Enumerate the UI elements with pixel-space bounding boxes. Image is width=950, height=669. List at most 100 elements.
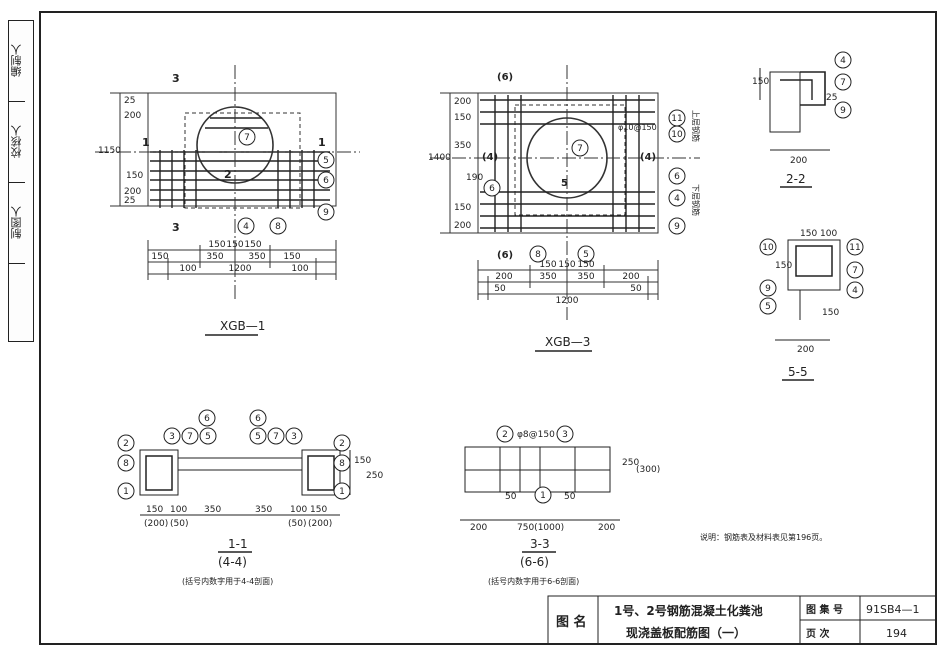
svg-text:7: 7 xyxy=(577,144,583,154)
s33-dims: 50 50 200 750(1000) 200 250 (300) xyxy=(470,458,660,533)
svg-text:100: 100 xyxy=(820,229,837,239)
svg-text:7: 7 xyxy=(244,133,250,143)
title-block xyxy=(547,595,937,645)
s33-note: (括号内数字用于6-6剖面) xyxy=(488,576,579,586)
svg-text:6: 6 xyxy=(204,414,210,424)
svg-text:200: 200 xyxy=(124,187,141,197)
svg-text:3: 3 xyxy=(172,72,180,85)
plan-xgb1 xyxy=(95,65,360,300)
s33-bar-note: φ8@150 xyxy=(517,430,555,440)
svg-text:8: 8 xyxy=(535,250,541,260)
svg-text:1: 1 xyxy=(339,487,345,497)
s55-callouts xyxy=(759,238,864,315)
svg-text:(4): (4) xyxy=(640,152,656,163)
svg-text:150: 150 xyxy=(226,240,243,250)
svg-text:350: 350 xyxy=(206,252,223,262)
svg-text:200: 200 xyxy=(470,523,487,533)
s22-callouts xyxy=(834,51,852,119)
svg-text:1: 1 xyxy=(318,136,326,149)
atlas-number: 91SB4—1 xyxy=(866,603,920,616)
svg-text:190: 190 xyxy=(466,173,483,183)
xgb3-rebar-grid xyxy=(480,95,655,232)
svg-text:200: 200 xyxy=(797,345,814,355)
svg-text:3: 3 xyxy=(291,432,297,442)
xgb3-notes: φ10@150 上层钢筋 下层钢筋 xyxy=(618,110,701,216)
svg-text:350: 350 xyxy=(577,272,594,282)
svg-text:150: 150 xyxy=(454,113,471,123)
s55-dims: 150 100 150 150 200 xyxy=(775,229,839,355)
s11-subtitle: (4-4) xyxy=(218,555,247,569)
plan-xgb3 xyxy=(430,65,700,320)
svg-text:50: 50 xyxy=(630,284,642,294)
s22-dims: 150 25 200 xyxy=(752,77,837,166)
sheet-border xyxy=(39,11,937,645)
xgb3-callouts xyxy=(483,109,686,263)
s22-title: 2-2 xyxy=(786,172,806,186)
svg-text:1: 1 xyxy=(142,136,150,149)
svg-text:(4): (4) xyxy=(482,152,498,163)
svg-text:2: 2 xyxy=(339,439,345,449)
s22-callout-labels: 479 xyxy=(840,56,846,116)
svg-text:7: 7 xyxy=(852,266,858,276)
svg-text:6: 6 xyxy=(674,172,680,182)
svg-text:5: 5 xyxy=(561,178,568,189)
xgb3-outline xyxy=(477,92,659,234)
title-line-2: 现浇盖板配筋图（一） xyxy=(626,625,746,640)
xgb1-dims-bottom: 150 150 150 150 350 350 150 100 1200 100 xyxy=(151,240,308,274)
svg-text:200: 200 xyxy=(454,221,471,231)
s11-title: 1-1 xyxy=(228,537,248,551)
svg-text:50: 50 xyxy=(505,492,517,502)
svg-text:1200: 1200 xyxy=(556,296,579,306)
xgb1-rebar-grid xyxy=(150,117,330,208)
svg-text:上层钢筋: 上层钢筋 xyxy=(691,110,701,142)
s11-dims: 150 100 350 350 100 150 (200) (50) (50) … xyxy=(144,456,383,529)
svg-text:50: 50 xyxy=(564,492,576,502)
svg-text:9: 9 xyxy=(765,284,771,294)
svg-text:150: 150 xyxy=(310,505,327,515)
svg-text:150: 150 xyxy=(800,229,817,239)
svg-text:200: 200 xyxy=(622,272,639,282)
svg-text:5: 5 xyxy=(323,156,329,166)
svg-text:150: 150 xyxy=(146,505,163,515)
section-2-2 xyxy=(759,68,830,151)
svg-text:6: 6 xyxy=(323,176,329,186)
svg-text:9: 9 xyxy=(674,222,680,232)
svg-text:4: 4 xyxy=(243,222,249,232)
s11-callouts xyxy=(117,409,351,500)
svg-text:200: 200 xyxy=(124,111,141,121)
s55-title: 5-5 xyxy=(788,365,808,379)
svg-text:150: 150 xyxy=(454,203,471,213)
svg-text:图 名: 图 名 xyxy=(556,614,587,630)
xgb1-dims-left: 25 200 1150 150 200 25 xyxy=(98,96,143,206)
svg-text:10: 10 xyxy=(762,243,774,253)
svg-text:100: 100 xyxy=(170,505,187,515)
svg-text:8: 8 xyxy=(339,459,345,469)
s11-note: (括号内数字用于4-4剖面) xyxy=(182,576,273,586)
svg-text:5: 5 xyxy=(255,432,261,442)
svg-text:1200: 1200 xyxy=(229,264,252,274)
svg-text:7: 7 xyxy=(840,78,846,88)
title-block-text: 图 名 1号、2号钢筋混凝土化粪池 现浇盖板配筋图（一） 图 集 号 91SB4… xyxy=(556,603,920,640)
svg-text:150: 150 xyxy=(126,171,143,181)
svg-text:200: 200 xyxy=(790,156,807,166)
svg-text:150: 150 xyxy=(775,261,792,271)
xgb3-dims-bottom: 150 150 150 200 350 350 200 50 1200 50 xyxy=(494,260,642,306)
svg-text:150: 150 xyxy=(752,77,769,87)
svg-text:350: 350 xyxy=(539,272,556,282)
xgb3-dashed-opening xyxy=(514,104,626,216)
svg-text:1150: 1150 xyxy=(98,146,121,156)
svg-text:5: 5 xyxy=(205,432,211,442)
svg-text:100: 100 xyxy=(291,264,308,274)
svg-text:25: 25 xyxy=(826,93,837,103)
svg-text:150: 150 xyxy=(208,240,225,250)
svg-text:11: 11 xyxy=(849,243,860,253)
svg-text:5: 5 xyxy=(583,250,589,260)
svg-text:(200): (200) xyxy=(144,519,168,529)
svg-text:(50): (50) xyxy=(170,519,188,529)
svg-text:7: 7 xyxy=(187,432,193,442)
svg-text:250: 250 xyxy=(622,458,639,468)
